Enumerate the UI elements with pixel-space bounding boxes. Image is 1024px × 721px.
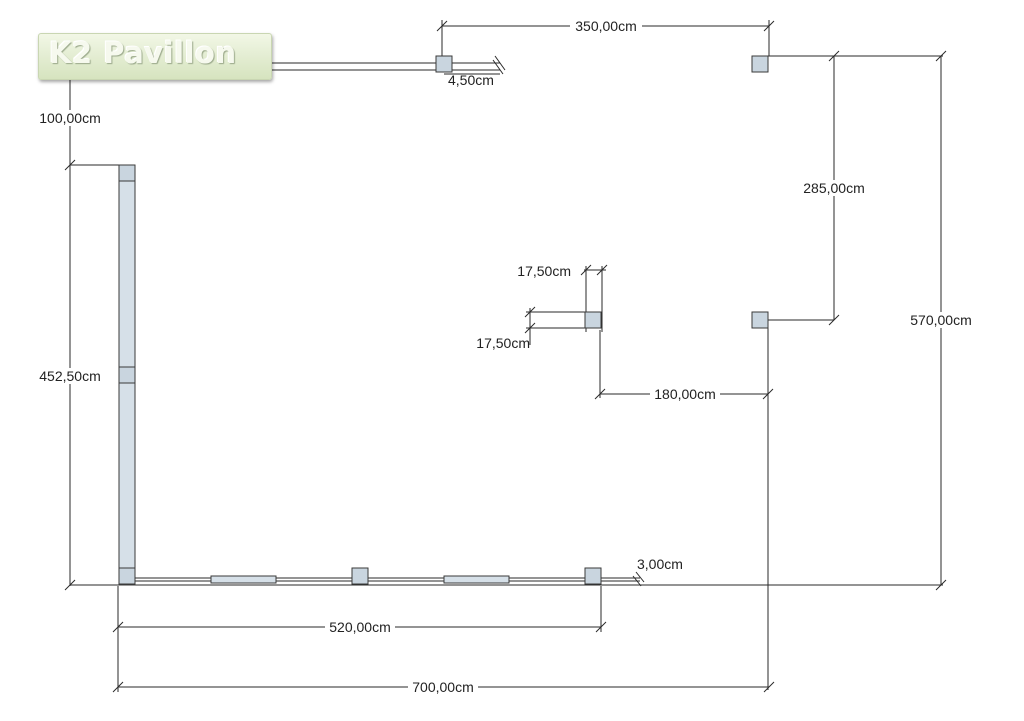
dim-label-rail-offset: 3,00cm: [637, 556, 683, 572]
dim-label-right-depth-short: 285,00cm: [803, 180, 864, 196]
dim-tick: [596, 264, 608, 276]
dim-tick: [112, 621, 124, 633]
dim-tick: [524, 322, 536, 334]
dim-label-front-width: 520,00cm: [329, 619, 390, 635]
dim-label-post-offset: 4,50cm: [448, 72, 494, 88]
dim-tick: [524, 306, 536, 318]
dim-label-total-width: 700,00cm: [412, 679, 473, 695]
post: [751, 55, 769, 73]
dim-label-left-gap: 100,00cm: [39, 110, 100, 126]
post: [584, 567, 602, 585]
front-panel: [210, 575, 277, 584]
dim-tick: [594, 388, 606, 400]
dim-tick: [492, 59, 504, 75]
dim-label-top-width: 350,00cm: [575, 18, 636, 34]
dimension-labels: 350,00cm 4,50cm 100,00cm 285,00cm 17,50c…: [36, 18, 976, 695]
post: [118, 567, 136, 585]
dim-tick: [763, 20, 775, 32]
dim-label-post-size-side: 17,50cm: [476, 335, 530, 351]
dim-label-post-size-top: 17,50cm: [517, 263, 571, 279]
dim-tick: [580, 264, 592, 276]
dim-tick: [494, 55, 506, 71]
k2-pavillon-logo: K2 Pavillon: [38, 33, 272, 80]
structure: [118, 55, 769, 586]
dim-tick: [595, 621, 607, 633]
dim-tick: [632, 575, 642, 587]
dim-tick: [763, 681, 775, 693]
post: [435, 55, 453, 73]
dim-tick: [935, 50, 947, 62]
dim-label-right-depth-total: 570,00cm: [910, 312, 971, 328]
post: [584, 311, 602, 329]
post: [351, 567, 369, 585]
dim-tick: [828, 50, 840, 62]
dim-tick: [112, 681, 124, 693]
dim-tick: [436, 20, 448, 32]
post: [118, 164, 136, 182]
dimension-lines: [64, 20, 947, 693]
logo-text: K2 Pavillon: [49, 36, 237, 70]
dim-label-center-span: 180,00cm: [654, 386, 715, 402]
front-panel: [443, 575, 510, 584]
dim-tick: [635, 571, 645, 583]
post: [751, 311, 769, 329]
dim-label-left-depth: 452,50cm: [39, 368, 100, 384]
post: [118, 366, 136, 384]
